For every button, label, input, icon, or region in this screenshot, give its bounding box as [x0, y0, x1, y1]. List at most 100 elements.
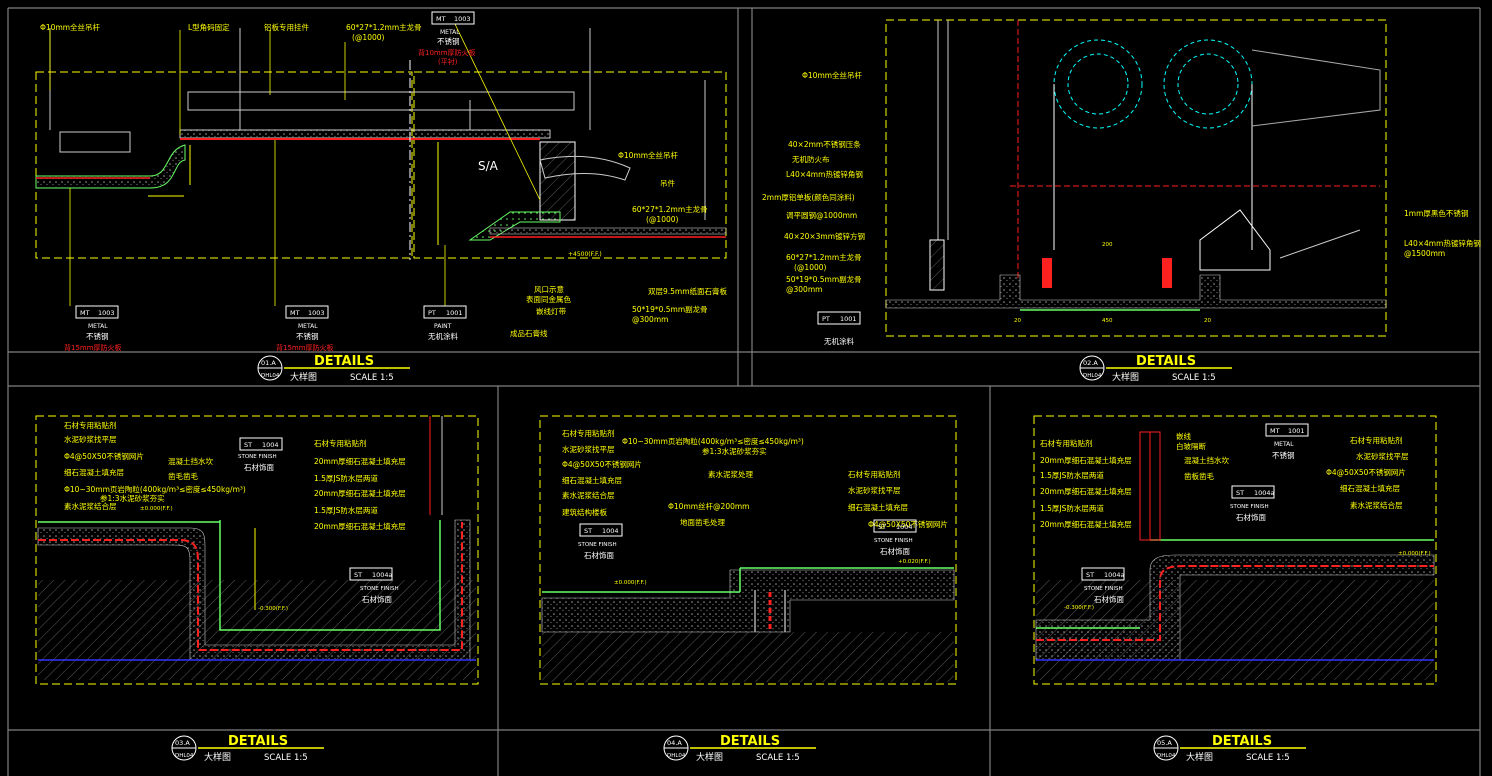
title-01-num: 01.A — [261, 359, 276, 367]
d2-tag-code: PT — [822, 315, 830, 323]
d2-left-2: 无机防火布 — [792, 154, 830, 164]
detail-02-viewport — [885, 19, 1387, 337]
title-03-num: 03.A — [175, 739, 190, 747]
d4-mid-0: 素水泥浆处理 — [708, 469, 753, 479]
d4-level1: ±0.000(F.F.) — [614, 580, 647, 586]
detail-01-labels: Φ10mm全丝吊杆 L型角码固定 铝板专用挂件 60*27*1.2mm主龙骨 (… — [40, 22, 728, 338]
d1-tag-b1-note: 背15mm厚防火板 — [276, 343, 334, 352]
d3-right-5: 20mm厚细石混凝土填充层 — [314, 521, 406, 531]
d1-bottom-1: 表面同金属色 — [526, 294, 571, 304]
d3-level1: ±0.000(F.F.) — [140, 506, 173, 512]
d1-tag-b2-type: PAINT — [434, 323, 452, 330]
d4-tag2-code: ST — [878, 523, 886, 531]
d3-left-5: 参1:3水泥砂浆夯实 — [100, 493, 165, 503]
d1-tag-b2: PT 1001 PAINT 无机涂料 — [423, 305, 467, 341]
d5-tag2-type: STONE FINISH — [1230, 504, 1269, 510]
d3-right-0: 石材专用粘贴剂 — [314, 438, 367, 448]
d4-left-3: 细石混凝土填充层 — [562, 475, 622, 485]
d1-label-0: Φ10mm全丝吊杆 — [40, 22, 101, 32]
d1-bottom-6: @300mm — [632, 315, 668, 324]
d2-right-1: L40×4mm热镀锌角钢 — [1404, 238, 1481, 248]
d2-dim-1: 450 — [1102, 318, 1113, 324]
d3-tag1-num: 1004 — [262, 441, 279, 449]
d5-right-0: 石材专用粘贴剂 — [1350, 435, 1403, 445]
d3-level2: -0.300(F.F.) — [258, 606, 288, 612]
d1-tag-b0-code: MT — [80, 309, 90, 317]
d1-tag-b2-code: PT — [428, 309, 436, 317]
d5-tag2-num: 1004a — [1254, 489, 1275, 497]
d5-left-4: 1.5厚JS防水层两道 — [1040, 503, 1104, 513]
d3-tag1-code: ST — [244, 441, 252, 449]
d2-tag: PT 1001 无机涂料 — [817, 311, 861, 346]
d1-label-2: 铝板专用挂件 — [264, 22, 309, 32]
d2-tag-name: 无机涂料 — [824, 336, 854, 346]
d4-mid-3: 细石混凝土填充层 — [848, 502, 908, 512]
d5-right-2: Φ4@50X50不锈钢网片 — [1326, 467, 1406, 477]
d4-mid-1: 石材专用粘贴剂 — [848, 469, 901, 479]
d1-right-3: (@1000) — [646, 215, 679, 224]
title-04-scale: SCALE 1:5 — [756, 753, 800, 763]
title-03-sub: 大样图 — [204, 751, 231, 763]
d2-left-10: @300mm — [786, 285, 822, 294]
d1-tag-b1-code: MT — [290, 309, 300, 317]
d4-mid-4: Φ4@50X50不锈钢网片 — [868, 519, 948, 529]
d5-left-5: 20mm厚细石混凝土填充层 — [1040, 519, 1132, 529]
d3-tag2-type: STONE FINISH — [360, 586, 399, 592]
d1-right-0: Φ10mm全丝吊杆 — [618, 150, 679, 160]
title-02-scale: SCALE 1:5 — [1172, 373, 1216, 383]
d2-left-5: 调平圆钢@1000mm — [786, 210, 857, 220]
title-04-sub: 大样图 — [696, 751, 723, 763]
detail-02-labels: Φ10mm全丝吊杆 40×2mm不锈钢压条 无机防火布 L40×4mm热镀锌角钢… — [762, 70, 1481, 324]
d1-tag-name: 不锈钢 — [437, 36, 460, 46]
d3-right-1: 20mm厚细石混凝土填充层 — [314, 456, 406, 466]
d1-tag-num: 1003 — [454, 15, 471, 23]
d5-mid-3: 凿板凿毛 — [1184, 471, 1214, 481]
d2-right-2: @1500mm — [1404, 249, 1445, 258]
title-01-sub: 大样图 — [290, 371, 317, 383]
d4-left-4: 素水泥浆结合层 — [562, 490, 615, 500]
d4-tag2-type: STONE FINISH — [874, 538, 913, 544]
detail-03-viewport — [35, 415, 479, 685]
d2-left-7: 60*27*1.2mm主龙骨 — [786, 252, 862, 262]
d4-tag1-name: 石材饰面 — [584, 550, 614, 560]
d1-bottom-3: 成品石膏线 — [510, 328, 548, 338]
d1-label-1: L型角码固定 — [188, 22, 230, 32]
detail-05-viewport — [1033, 415, 1437, 685]
d1-bottom-tags — [69, 140, 446, 306]
title-01-ref: DHL04 — [261, 373, 280, 379]
title-block-01: 01.A DHL04 DETAILS 大样图 SCALE 1:5 — [257, 354, 410, 383]
d1-tag-b0-note: 背15mm厚防火板 — [64, 343, 122, 352]
sheet-frame — [7, 7, 1481, 776]
d2-left-8: (@1000) — [794, 263, 827, 272]
d4-tag2-name: 石材饰面 — [880, 546, 910, 556]
title-05-sub: 大样图 — [1186, 751, 1213, 763]
d5-level1: ±0.000(F.F.) — [1398, 551, 1431, 557]
d3-left-3: 细石混凝土填充层 — [64, 467, 124, 477]
d3-right-2: 1.5厚JS防水层两道 — [314, 473, 378, 483]
d4-tag1-type: STONE FINISH — [578, 542, 617, 548]
d2-left-1: 40×2mm不锈钢压条 — [788, 139, 861, 149]
d1-tag-code: MT — [436, 15, 446, 23]
d3-mid-0: 混凝土挡水坎 — [168, 456, 213, 466]
d1-tag-b2-name: 无机涂料 — [428, 331, 458, 341]
d1-bottom-2: 嵌线灯带 — [536, 306, 566, 316]
d3-left-4: Φ10~30mm页岩陶粒(400kg/m³≤密度≤450kg/m³) — [64, 484, 246, 494]
d4-left-0: 石材专用粘贴剂 — [562, 428, 615, 438]
d5-left-0: 石材专用粘贴剂 — [1040, 438, 1093, 448]
title-03-ref: DHL04 — [175, 753, 194, 759]
d4-tag2-num: 1004 — [896, 523, 913, 531]
d3-tag1-name: 石材饰面 — [244, 462, 274, 472]
d3-tag1-type: STONE FINISH — [238, 454, 277, 460]
detail-04-drawing — [539, 415, 957, 685]
d1-tag-b1: MT 1003 METAL 不锈钢 背15mm厚防火板 — [276, 305, 334, 352]
title-block-02: 02.A DHL04 DETAILS 大样图 SCALE 1:5 — [1079, 354, 1232, 383]
d5-mid-2: 混凝土挡水坎 — [1184, 455, 1229, 465]
d4-left-5: 建筑结构楼板 — [562, 507, 607, 517]
d4-pipe-1: 地面凿毛处理 — [680, 517, 725, 527]
d1-tag-b0-type: METAL — [88, 323, 108, 330]
d5-tag2-code: ST — [1236, 489, 1244, 497]
title-05-num: 05.A — [1157, 739, 1172, 747]
title-02-num: 02.A — [1083, 359, 1098, 367]
d3-tag1: ST 1004 STONE FINISH 石材饰面 — [238, 437, 283, 472]
d1-right-1: 吊件 — [660, 178, 675, 188]
